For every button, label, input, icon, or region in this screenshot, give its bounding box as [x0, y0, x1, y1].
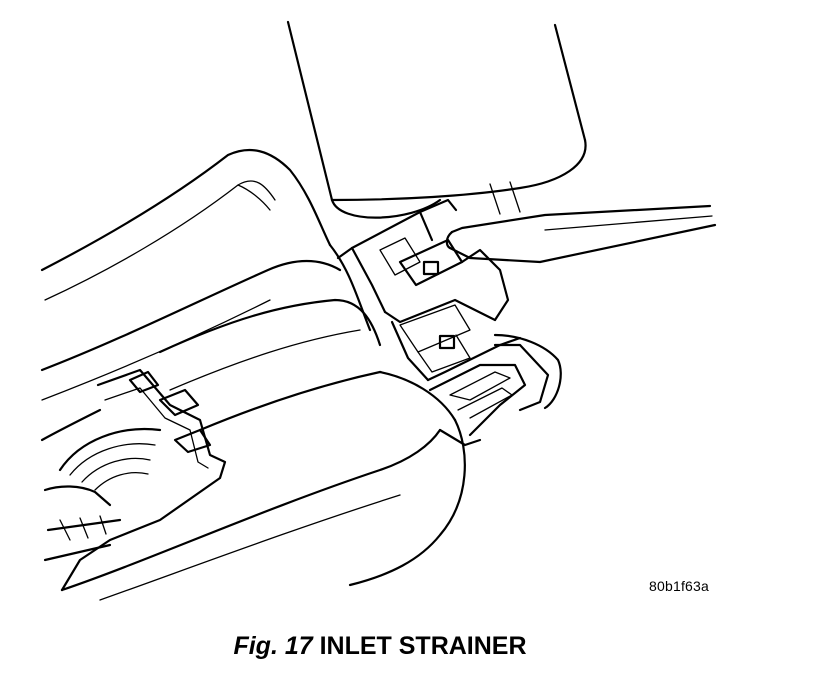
figure-number: Fig. 17: [233, 632, 313, 660]
screwdriver: [445, 204, 717, 264]
inlet-strainer: [43, 368, 227, 592]
module-housing: [40, 148, 466, 601]
retaining-clip: [336, 198, 522, 382]
pump-cylinder: [286, 20, 587, 219]
figure-reference-code: 80b1f63a: [649, 578, 709, 594]
locking-tab: [428, 333, 562, 447]
figure-title: INLET STRAINER: [319, 632, 527, 660]
inlet-strainer-illustration: [40, 20, 717, 601]
figure-caption: Fig. 17 INLET STRAINER: [0, 632, 760, 661]
